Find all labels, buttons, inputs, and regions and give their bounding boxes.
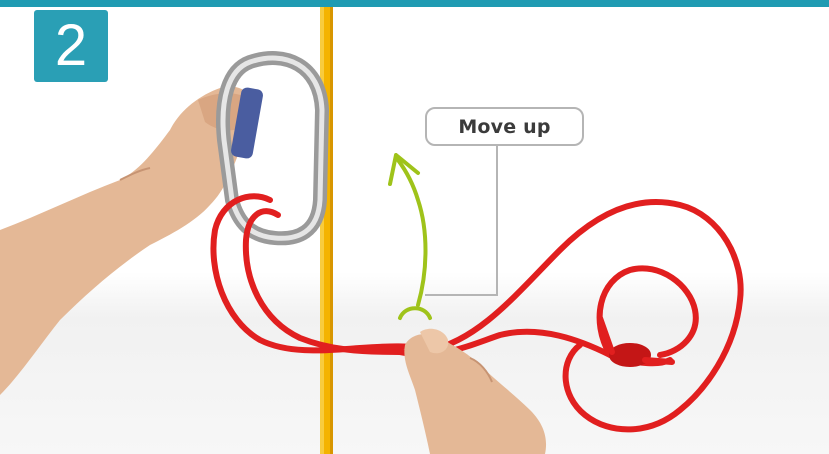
callout-leader-line [425,146,497,295]
curved-up-arrow-icon [390,155,430,318]
move-up-callout: Move up [425,107,584,146]
step-number-badge: 2 [34,10,108,82]
vertical-rope [320,7,333,454]
right-hand [404,329,546,454]
